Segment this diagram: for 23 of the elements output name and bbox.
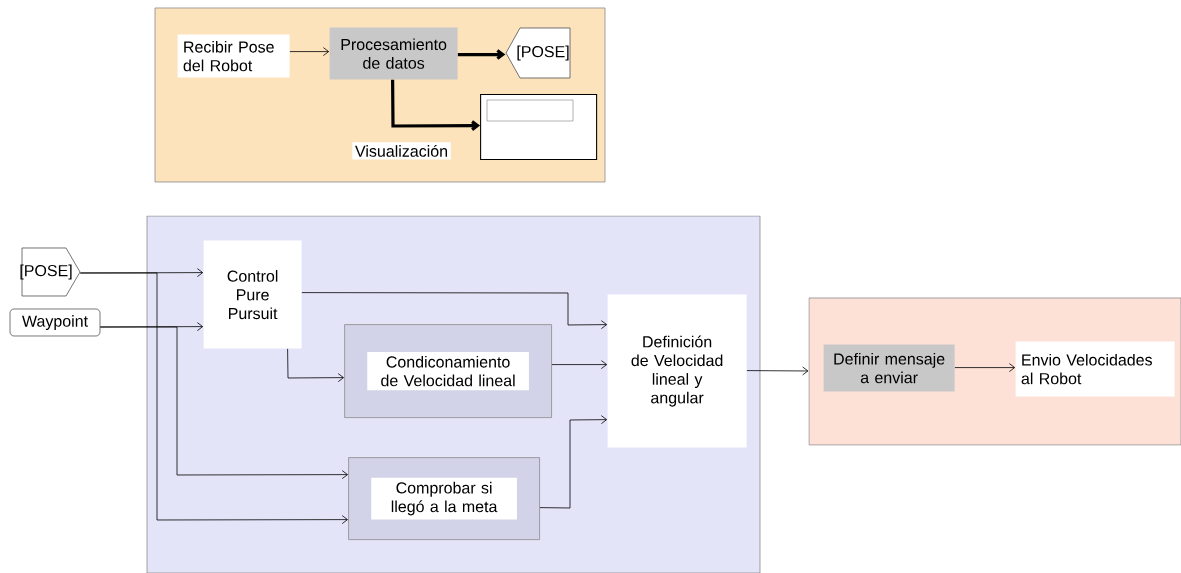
scope-block	[480, 94, 598, 161]
from-tag: [POSE]	[20, 247, 81, 297]
text-block: Recibir Pose del Robot	[177, 34, 290, 78]
arrow	[287, 348, 344, 383]
process-box: Control Pure Pursuit	[203, 240, 302, 349]
arrow	[457, 49, 506, 60]
process-box: Procesamiento de datos	[329, 27, 458, 80]
arrow	[79, 272, 348, 524]
arrow	[551, 360, 608, 369]
arrow	[954, 363, 1016, 372]
process-box: Definir mensaje a enviar	[823, 344, 955, 392]
arrow	[539, 415, 608, 509]
arrow	[289, 47, 330, 56]
arrow	[99, 326, 348, 479]
text-block: Envio Velocidades al Robot	[1015, 341, 1175, 397]
arrow	[301, 292, 608, 330]
process-box: Comprobar si llegó a la meta	[348, 457, 540, 540]
node-caption: Visualización	[352, 142, 451, 160]
arrow	[391, 79, 481, 131]
process-box: Condiconamiento de Velocidad lineal	[344, 324, 552, 418]
arrow	[746, 366, 809, 376]
process-box: Definición de Velocidad lineal y angular	[607, 294, 747, 448]
input-port: Waypoint	[9, 308, 101, 337]
